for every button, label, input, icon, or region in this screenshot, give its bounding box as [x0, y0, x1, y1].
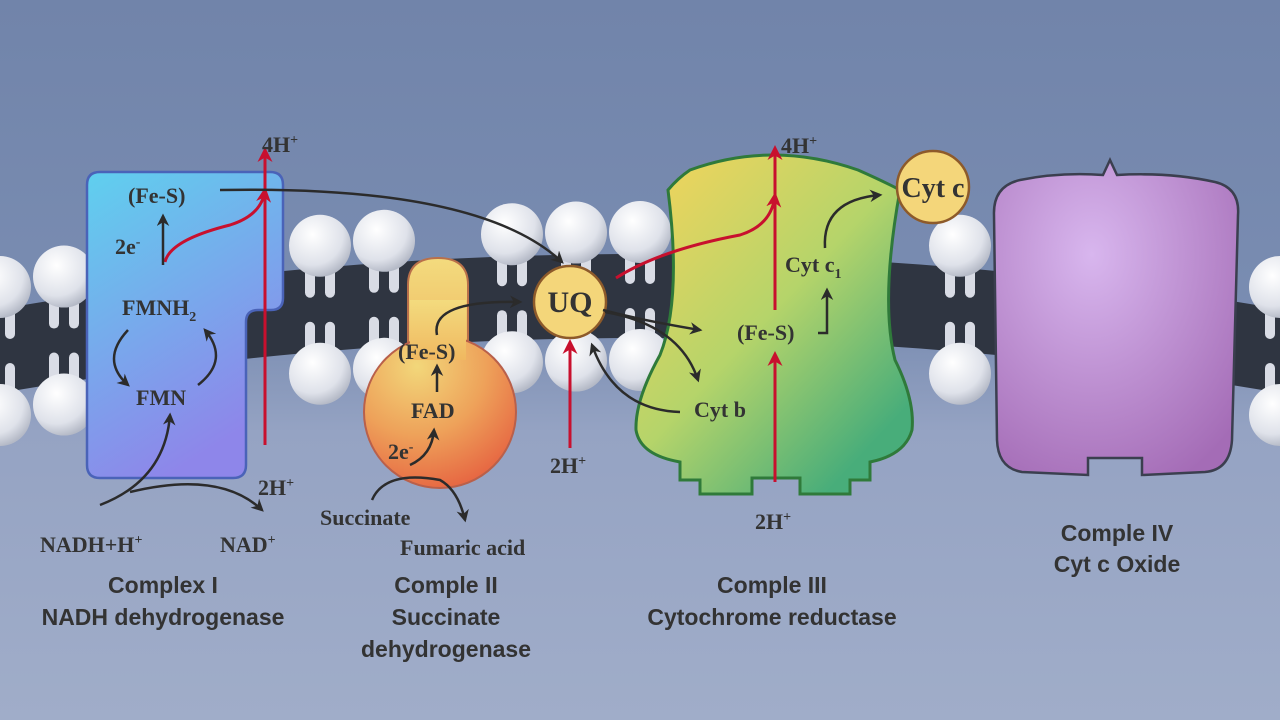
complex-1-protein[interactable] — [85, 170, 285, 480]
arrow-uq-to-cytb — [604, 310, 701, 383]
lipid-head — [289, 214, 351, 277]
arrow-fmn-to-fmnh2 — [197, 328, 218, 386]
complex-4-subtitle: Cyt c Oxide — [1054, 551, 1181, 577]
arrow-cytb-to-uq — [589, 342, 681, 414]
complex-1-fes: (Fe-S) — [128, 183, 185, 208]
lipid-head — [481, 203, 543, 266]
cytc-label: Cyt c — [902, 173, 965, 204]
lipid-head — [353, 209, 415, 272]
complex-2-title: Comple II — [394, 572, 498, 598]
arrow-fes-to-uq-2 — [435, 295, 523, 336]
lipid-head — [289, 342, 351, 405]
membrane-band — [0, 254, 1280, 393]
lipid-head — [1249, 256, 1280, 318]
complex-1[interactable] — [85, 170, 285, 480]
lipid-head — [929, 342, 991, 405]
proton-arrow-complex-3-branch — [615, 192, 782, 280]
complex-3-proton-out: 4H+ — [781, 133, 817, 158]
lipid-head — [929, 214, 991, 277]
complex-1-subtitle: NADH dehydrogenase — [42, 604, 285, 630]
complex-3-fes: (Fe-S) — [737, 320, 794, 345]
lipid-head — [0, 256, 31, 318]
labels: 4H+ (Fe-S) 2e- FMNH2 FMN 2H+ NADH+H+ NAD… — [40, 132, 964, 560]
lipid-head — [33, 373, 95, 436]
complex-1-electrons: 2e- — [115, 234, 141, 259]
arrow-fmnh2-to-fmn — [112, 329, 130, 387]
fmnh2-label: FMNH2 — [122, 295, 196, 325]
complex-4-title: Comple IV — [1061, 520, 1174, 546]
arrow-to-nad — [129, 482, 264, 512]
complex-3-protein[interactable] — [634, 153, 914, 496]
arrow-fes-to-cytc1 — [818, 287, 834, 335]
lipid-head — [609, 201, 671, 263]
arrow-nadh-to-fmn — [99, 412, 176, 507]
fad-label: FAD — [411, 398, 455, 423]
arrow-succinate-to-fumaric — [370, 476, 469, 523]
lipid-head — [545, 201, 607, 264]
complex-2-subtitle-1: Succinate — [392, 604, 501, 630]
arrow-cytc1-to-cytc — [823, 189, 883, 249]
nadh-label: NADH+H+ — [40, 532, 142, 557]
uq-proton-in: 2H+ — [550, 453, 586, 478]
lipid-head — [1249, 384, 1280, 446]
cytc1-label: Cyt c1 — [785, 252, 841, 282]
complex-1-proton-out: 4H+ — [262, 132, 298, 157]
complex-2-fes: (Fe-S) — [398, 339, 455, 364]
proton-arrow-complex-1-branch — [163, 187, 272, 263]
complex-2-stalk-join — [410, 300, 466, 360]
complex-3-proton-in: 2H+ — [755, 509, 791, 534]
captions: Complex I NADH dehydrogenase Comple II S… — [42, 520, 1181, 662]
complex-1-proton-in: 2H+ — [258, 475, 294, 500]
electron-arrows — [99, 188, 883, 523]
ubiquinone-carrier[interactable] — [532, 264, 608, 340]
proton-arrows — [163, 145, 783, 482]
complex-2-electrons: 2e- — [388, 439, 414, 464]
fumaric-acid-label: Fumaric acid — [400, 535, 525, 560]
complex-3-title: Comple III — [717, 572, 827, 598]
complex-2[interactable] — [363, 256, 517, 489]
arrow-succinate-to-fad — [409, 427, 440, 467]
lipid-head — [33, 245, 95, 308]
lipid-head — [0, 384, 31, 446]
nad-label: NAD+ — [220, 532, 276, 557]
cytochrome-c-carrier[interactable] — [895, 149, 971, 225]
fmn-label: FMN — [136, 385, 186, 410]
complex-3-subtitle: Cytochrome reductase — [647, 604, 896, 630]
arrow-fes-to-uq — [219, 188, 564, 264]
lipid-bilayer — [0, 201, 1280, 446]
complex-1-title: Complex I — [108, 572, 218, 598]
complex-4-protein[interactable] — [992, 157, 1240, 477]
cytb-label: Cyt b — [694, 397, 746, 422]
succinate-label: Succinate — [320, 505, 411, 530]
complex-2-subtitle-2: dehydrogenase — [361, 636, 531, 662]
uq-label: UQ — [548, 286, 593, 319]
